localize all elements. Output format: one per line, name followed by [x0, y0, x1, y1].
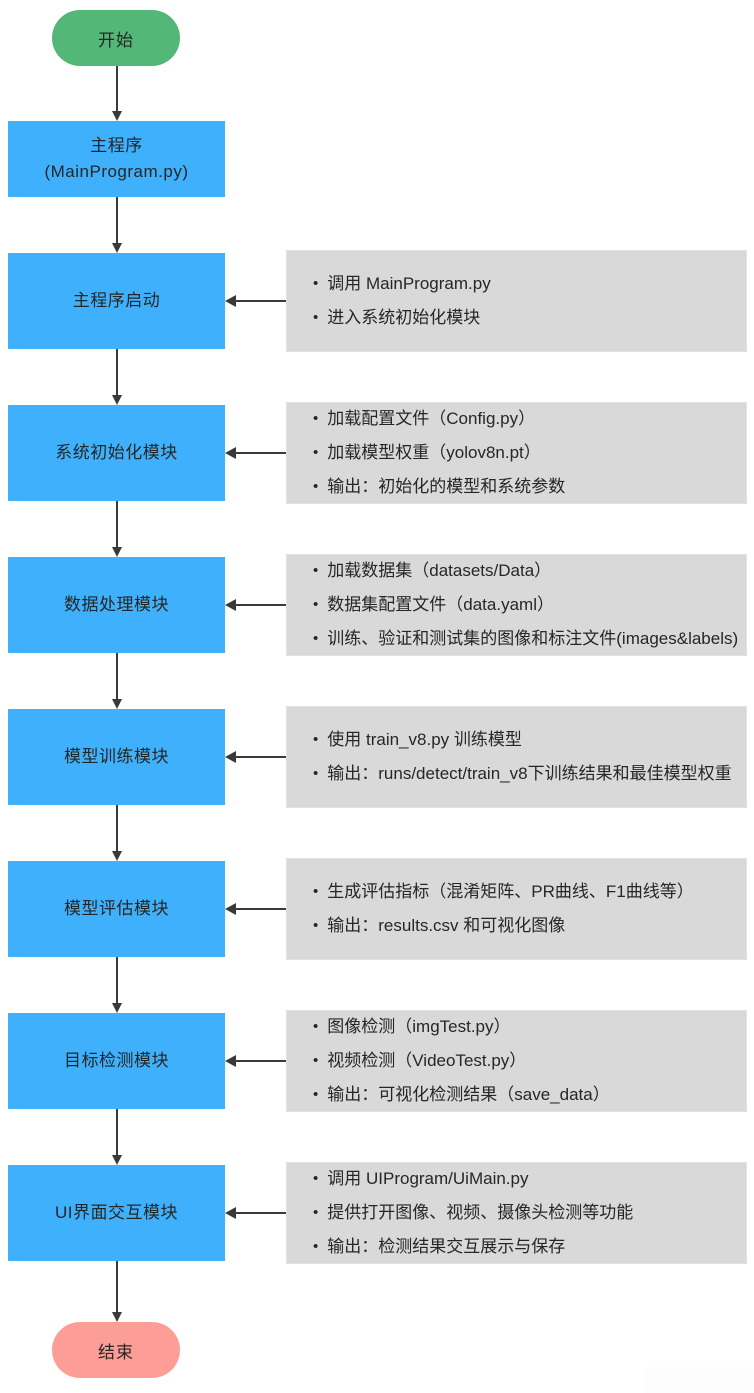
- note-bullet: 输出：初始化的模型和系统参数: [313, 474, 746, 500]
- arrow-note-init: [225, 447, 286, 459]
- arrow-note-eval: [225, 903, 286, 915]
- note-bullet: 提供打开图像、视频、摄像头检测等功能: [313, 1200, 746, 1226]
- note-bullet: 生成评估指标（混淆矩阵、PR曲线、F1曲线等）: [313, 879, 746, 905]
- note-init: 加载配置文件（Config.py） 加载模型权重（yolov8n.pt） 输出：…: [286, 402, 747, 504]
- note-bullet: 输出：results.csv 和可视化图像: [313, 913, 746, 939]
- arrow-note-launch: [225, 295, 286, 307]
- arrow-note-detect: [225, 1055, 286, 1067]
- note-train: 使用 train_v8.py 训练模型 输出：runs/detect/train…: [286, 706, 747, 808]
- arrow-train-to-eval: [112, 805, 122, 861]
- note-bullet: 使用 train_v8.py 训练模型: [313, 727, 746, 753]
- end-node-label: 结束: [98, 1342, 134, 1362]
- note-detect: 图像检测（imgTest.py） 视频检测（VideoTest.py） 输出：可…: [286, 1010, 747, 1112]
- note-bullet: 加载配置文件（Config.py）: [313, 406, 746, 432]
- note-bullet: 训练、验证和测试集的图像和标注文件(images&labels): [313, 626, 746, 652]
- process-ui: UI界面交互模块: [8, 1165, 225, 1261]
- process-detect: 目标检测模块: [8, 1013, 225, 1109]
- arrow-start-to-main: [112, 66, 122, 121]
- process-label: 主程序启动: [72, 291, 161, 310]
- process-eval: 模型评估模块: [8, 861, 225, 957]
- note-bullet: 调用 UIProgram/UiMain.py: [313, 1166, 746, 1192]
- arrow-note-ui: [225, 1207, 286, 1219]
- note-bullet: 调用 MainProgram.py: [313, 271, 746, 297]
- end-node: 结束: [52, 1322, 180, 1378]
- arrow-detect-to-ui: [112, 1109, 122, 1165]
- arrow-main-to-launch: [112, 197, 122, 253]
- note-bullet: 加载数据集（datasets/Data）: [313, 558, 746, 584]
- note-bullet: 图像检测（imgTest.py）: [313, 1014, 746, 1040]
- arrow-launch-to-init: [112, 349, 122, 405]
- process-train: 模型训练模块: [8, 709, 225, 805]
- process-label: 系统初始化模块: [55, 443, 178, 462]
- arrow-init-to-data: [112, 501, 122, 557]
- note-bullet: 输出：检测结果交互展示与保存: [313, 1234, 746, 1260]
- process-label: 数据处理模块: [64, 595, 169, 614]
- note-bullet: 输出：可视化检测结果（save_data）: [313, 1082, 746, 1108]
- process-data: 数据处理模块: [8, 557, 225, 653]
- process-label: 目标检测模块: [64, 1051, 169, 1070]
- note-eval: 生成评估指标（混淆矩阵、PR曲线、F1曲线等） 输出：results.csv 和…: [286, 858, 747, 960]
- process-label: 主程序: [90, 136, 143, 155]
- process-label: 模型评估模块: [64, 899, 169, 918]
- arrow-eval-to-detect: [112, 957, 122, 1013]
- note-bullet: 视频检测（VideoTest.py）: [313, 1048, 746, 1074]
- process-label: UI界面交互模块: [55, 1203, 178, 1222]
- process-init: 系统初始化模块: [8, 405, 225, 501]
- arrow-data-to-train: [112, 653, 122, 709]
- note-bullet: 输出：runs/detect/train_v8下训练结果和最佳模型权重: [313, 761, 746, 787]
- process-sublabel: (MainProgram.py): [44, 162, 189, 181]
- note-bullet: 数据集配置文件（data.yaml）: [313, 592, 746, 618]
- start-node: 开始: [52, 10, 180, 66]
- arrow-note-train: [225, 751, 286, 763]
- process-label: 模型训练模块: [64, 747, 169, 766]
- arrow-note-data: [225, 599, 286, 611]
- note-ui: 调用 UIProgram/UiMain.py 提供打开图像、视频、摄像头检测等功…: [286, 1162, 747, 1264]
- faint-watermark-area: [645, 1367, 754, 1393]
- note-bullet: 进入系统初始化模块: [313, 305, 746, 331]
- note-data: 加载数据集（datasets/Data） 数据集配置文件（data.yaml） …: [286, 554, 747, 656]
- process-launch: 主程序启动: [8, 253, 225, 349]
- process-main-program: 主程序 (MainProgram.py): [8, 121, 225, 197]
- note-launch: 调用 MainProgram.py 进入系统初始化模块: [286, 250, 747, 352]
- arrow-ui-to-end: [112, 1261, 122, 1322]
- start-node-label: 开始: [98, 30, 134, 50]
- note-bullet: 加载模型权重（yolov8n.pt）: [313, 440, 746, 466]
